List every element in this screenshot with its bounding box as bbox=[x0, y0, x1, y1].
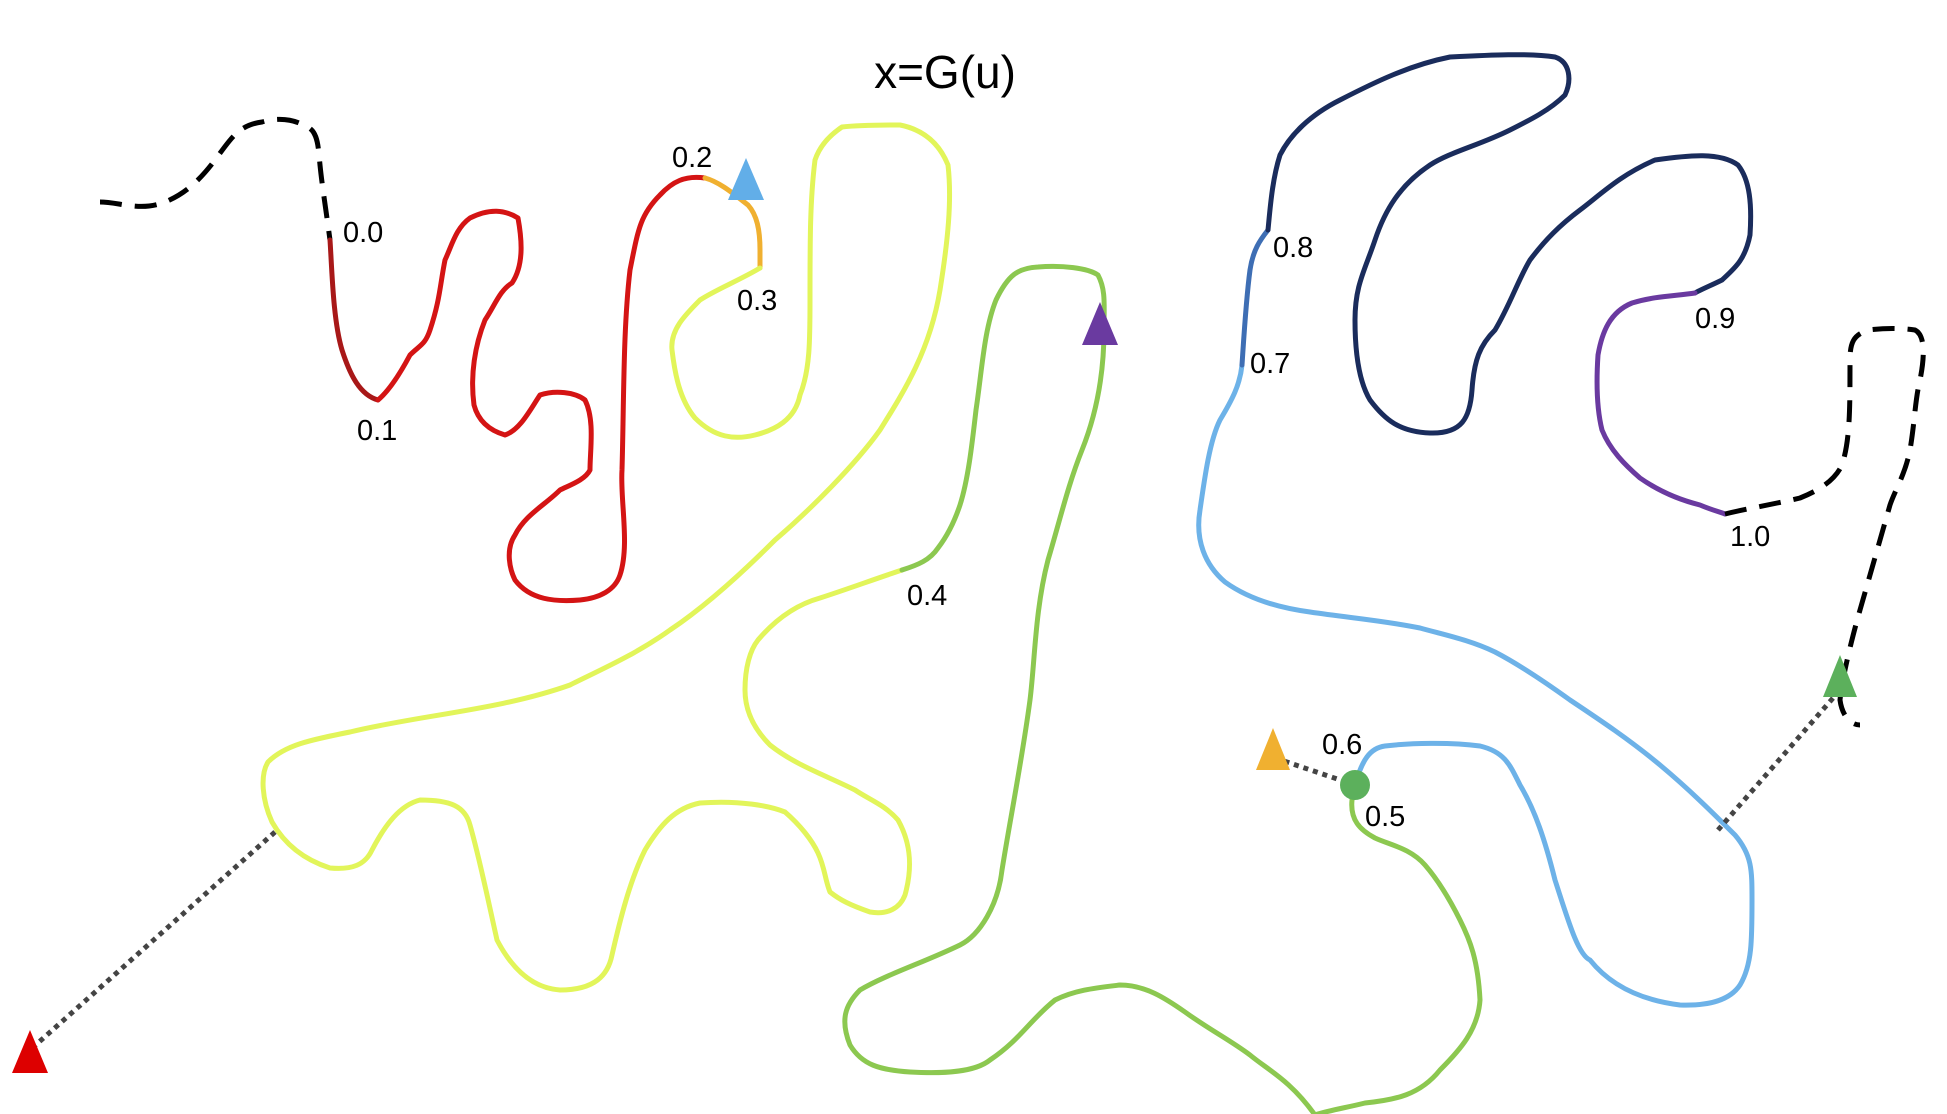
curve-segment-0-5-to-0-7 bbox=[1196, 362, 1755, 1008]
purple-triangle-marker bbox=[1082, 302, 1118, 345]
curve-segment-0-3-to-0-4 bbox=[260, 122, 953, 993]
curve-segment-0-2-to-0-3 bbox=[702, 175, 763, 271]
param-label-0-2: 0.2 bbox=[672, 142, 712, 174]
param-label-0-4: 0.4 bbox=[907, 580, 947, 612]
orange-triangle-marker bbox=[1256, 728, 1290, 770]
curve-segment-0-4-to-0-5 bbox=[842, 263, 1483, 1114]
param-label-0-0: 0.0 bbox=[343, 217, 383, 249]
green-triangle-marker bbox=[1823, 655, 1857, 697]
diagram-title: x=G(u) bbox=[874, 46, 1016, 98]
curve-segment-0-9-to-1-0 bbox=[1594, 290, 1728, 517]
param-label-0-1: 0.1 bbox=[357, 415, 397, 447]
param-label-0-8: 0.8 bbox=[1273, 232, 1313, 264]
projection-line-green bbox=[1716, 688, 1842, 832]
curve-segment-0-1-to-0-2 bbox=[375, 174, 708, 604]
param-label-0-5: 0.5 bbox=[1365, 801, 1405, 833]
projection-line-red bbox=[28, 830, 277, 1052]
curve-segment-0-0-to-0-1 bbox=[327, 237, 381, 403]
param-label-0-7: 0.7 bbox=[1250, 348, 1290, 380]
param-label-0-9: 0.9 bbox=[1695, 303, 1735, 335]
curve-segment-0-7-to-0-8 bbox=[1239, 227, 1271, 368]
curve-segment-0-8-to-0-9 bbox=[1265, 52, 1754, 436]
curve-extension-start bbox=[99, 116, 333, 241]
curve-point-0-5 bbox=[1340, 770, 1370, 800]
param-label-0-3: 0.3 bbox=[737, 285, 777, 317]
param-label-1-0: 1.0 bbox=[1730, 521, 1770, 553]
blue-triangle-marker bbox=[728, 158, 764, 200]
param-label-0-6: 0.6 bbox=[1322, 729, 1362, 761]
red-triangle-marker bbox=[12, 1030, 48, 1073]
